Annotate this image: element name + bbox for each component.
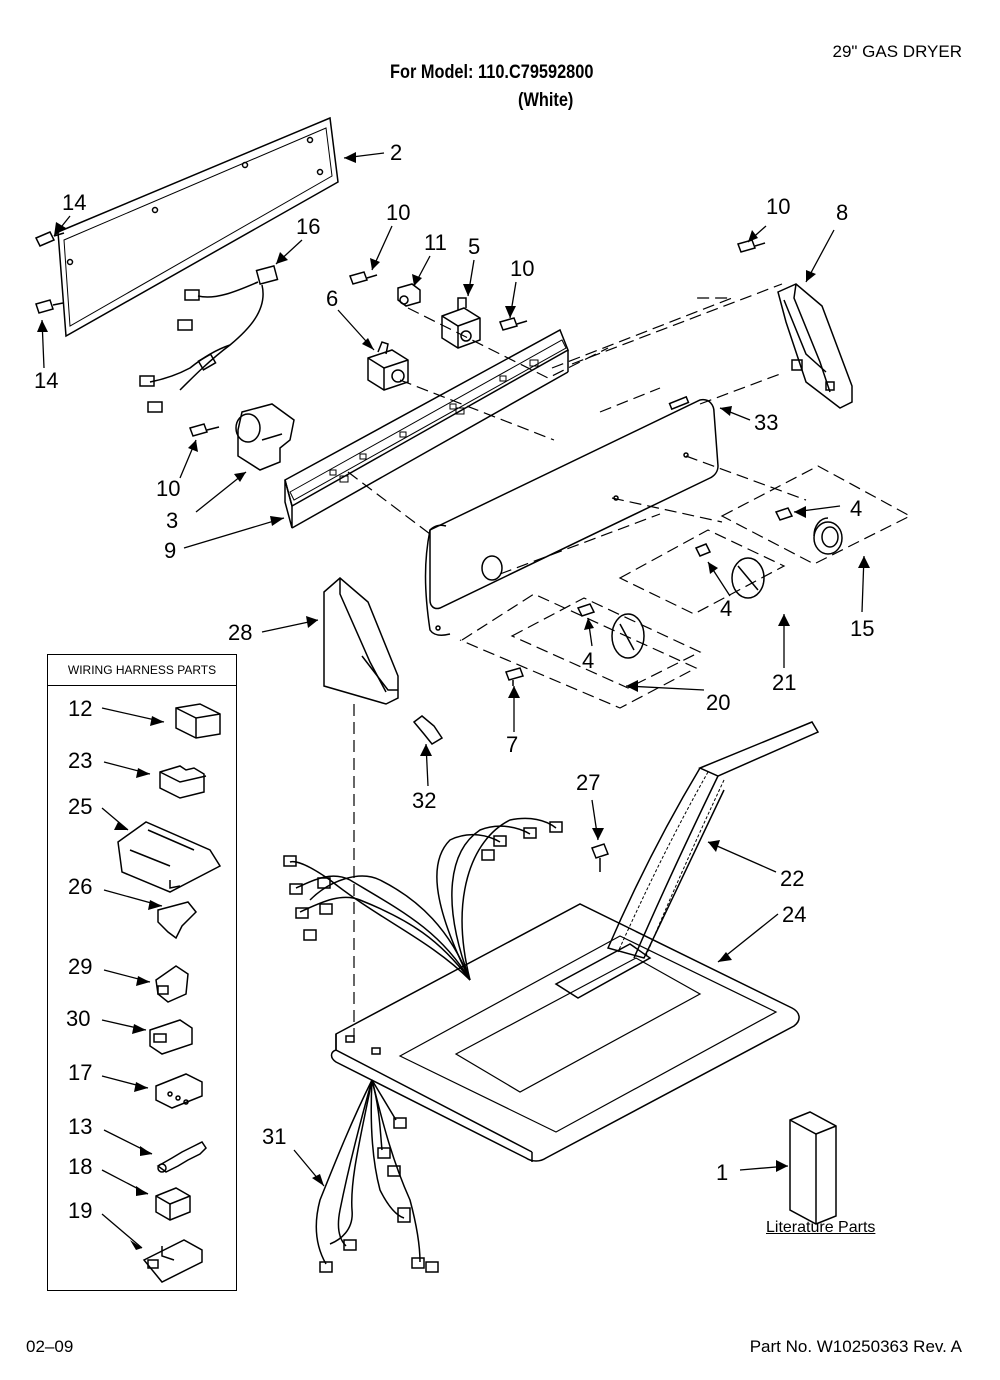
end-cap-part-8 xyxy=(777,283,853,409)
callout-4-c: 4 xyxy=(582,648,594,673)
callout-14-top: 14 xyxy=(62,190,86,215)
callout-11: 11 xyxy=(424,230,447,255)
wire-harness-31 xyxy=(315,1079,439,1273)
callout-10-c: 10 xyxy=(156,476,180,501)
literature-parts-label: Literature Parts xyxy=(766,1219,876,1236)
callout-4-b: 4 xyxy=(720,596,732,621)
screw-10-mid-left xyxy=(349,271,378,285)
callout-3: 3 xyxy=(166,508,178,533)
callout-4-a: 4 xyxy=(850,496,862,521)
console-panel-33 xyxy=(424,395,719,636)
callout-7: 7 xyxy=(506,732,518,757)
wiring-box-part-25 xyxy=(117,821,222,893)
callout-9: 9 xyxy=(164,538,176,563)
callout-12: 12 xyxy=(68,696,92,721)
literature-part-1 xyxy=(789,1111,837,1225)
callout-25: 25 xyxy=(68,794,92,819)
switch-part-11 xyxy=(397,283,421,307)
callout-26: 26 xyxy=(68,874,92,899)
callout-30: 30 xyxy=(66,1006,90,1031)
screw-14-top xyxy=(34,231,65,247)
screw-10-left xyxy=(189,423,220,437)
rear-panel-part xyxy=(57,116,339,338)
switch-part-5 xyxy=(441,297,481,349)
end-cap-part-28 xyxy=(323,577,399,705)
callout-2: 2 xyxy=(390,140,402,165)
wiring-box-part-23 xyxy=(159,765,207,799)
knob-part-21 xyxy=(694,543,765,599)
screw-14-bottom xyxy=(35,299,64,314)
callout-21: 21 xyxy=(772,670,796,695)
callout-15: 15 xyxy=(850,616,874,641)
wiring-box-part-19 xyxy=(142,1239,203,1283)
callout-16: 16 xyxy=(296,214,320,239)
date-code: 02–09 xyxy=(26,1337,74,1356)
callout-10-b: 10 xyxy=(510,256,534,281)
screw-part-27 xyxy=(591,843,609,872)
knob-part-15 xyxy=(774,507,843,555)
callout-17: 17 xyxy=(68,1060,92,1085)
callout-27: 27 xyxy=(576,770,600,795)
wiring-box-part-13 xyxy=(156,1141,207,1173)
wiring-harness-parts-box: WIRING HARNESS PARTS xyxy=(47,654,237,1291)
callout-33: 33 xyxy=(754,410,778,435)
wiring-box-part-17 xyxy=(155,1073,203,1109)
callout-22: 22 xyxy=(780,866,804,891)
callout-31: 31 xyxy=(262,1124,286,1149)
color-subtitle: (White) xyxy=(518,90,574,111)
callout-19: 19 xyxy=(68,1198,92,1223)
callout-13: 13 xyxy=(68,1114,92,1139)
part-number: Part No. W10250363 Rev. A xyxy=(749,1337,962,1356)
callout-6: 6 xyxy=(326,286,338,311)
switch-part-6 xyxy=(367,341,409,391)
callout-14-bottom: 14 xyxy=(34,368,58,393)
arrowheads xyxy=(37,152,870,1250)
callout-18: 18 xyxy=(68,1154,92,1179)
callout-10-d: 10 xyxy=(766,194,790,219)
wiring-box-part-18 xyxy=(155,1187,191,1221)
clip-part-32 xyxy=(412,715,444,745)
screw-10-mid-right xyxy=(499,317,528,331)
product-label: 29" GAS DRYER xyxy=(832,42,963,61)
model-title: For Model: 110.C79592800 xyxy=(390,62,594,83)
switch-part-3 xyxy=(235,403,295,471)
assembly-lines xyxy=(347,283,912,1036)
wire-harness-16 xyxy=(139,264,279,413)
top-panel-24 xyxy=(330,903,800,1162)
wiring-box-part-29 xyxy=(155,965,189,1003)
callout-8: 8 xyxy=(836,200,848,225)
callout-24: 24 xyxy=(782,902,806,927)
callout-20: 20 xyxy=(706,690,730,715)
leader-arrows xyxy=(41,152,865,1249)
screw-10-right xyxy=(737,239,766,253)
callout-29: 29 xyxy=(68,954,92,979)
callout-32: 32 xyxy=(412,788,436,813)
callout-numbers: 2 14 14 16 10 11 5 10 6 10 3 9 10 8 33 4… xyxy=(34,140,874,1223)
screw-part-7 xyxy=(505,667,524,686)
wiring-box-part-26 xyxy=(157,901,198,940)
knob-part-20 xyxy=(576,603,645,659)
callout-5: 5 xyxy=(468,234,480,259)
callout-28: 28 xyxy=(228,620,252,645)
lint-duct-22 xyxy=(606,721,820,959)
wire-harness-upper xyxy=(283,817,563,981)
wiring-harness-parts-title: WIRING HARNESS PARTS xyxy=(48,655,236,686)
wiring-box-part-30 xyxy=(149,1019,193,1055)
console-bracket-9 xyxy=(284,328,569,529)
callout-23: 23 xyxy=(68,748,92,773)
wiring-box-part-12 xyxy=(175,703,221,739)
callout-10-a: 10 xyxy=(386,200,410,225)
callout-1: 1 xyxy=(716,1160,728,1185)
